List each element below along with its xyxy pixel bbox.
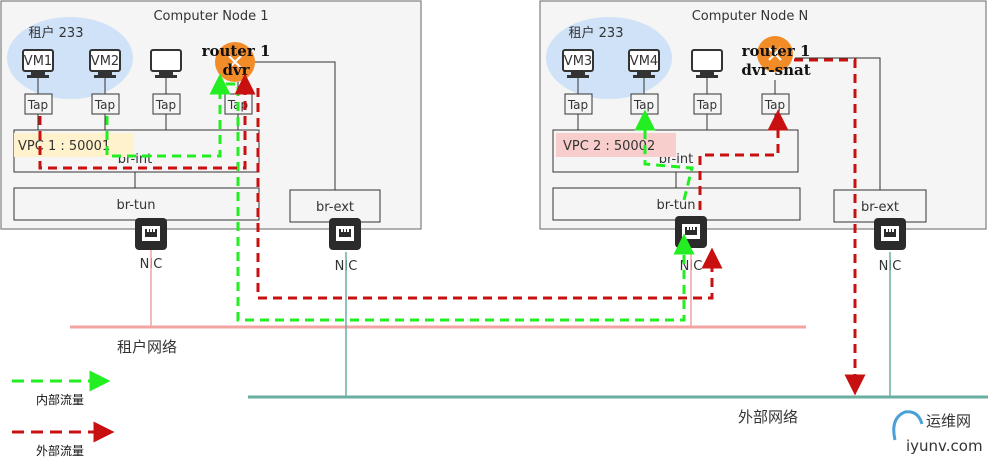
internal-traffic-path-3 <box>634 109 694 201</box>
vm3-label: VM3 <box>564 54 592 69</box>
nic-1-tun-icon <box>135 218 167 250</box>
external-traffic-path-2 <box>256 88 723 300</box>
tap-1 <box>24 93 53 115</box>
tap-2-label: Tap <box>94 98 115 112</box>
external-traffic-path <box>38 73 256 170</box>
legend-external-label: 外部流量 <box>36 443 84 458</box>
legend-internal-label: 内部流量 <box>36 392 84 407</box>
tenant-label-n: 租户 233 <box>569 25 624 41</box>
router-dvr-label-2: dvr <box>222 61 250 79</box>
external-traffic-path-4 <box>794 58 866 396</box>
vpc-1-label: VPC 1 : 50001 <box>18 139 110 154</box>
br-tun-1 <box>13 187 260 221</box>
tap-5-label: Tap <box>567 98 588 112</box>
vpc-2-badge <box>556 133 676 157</box>
tenant-network-label: 租户网络 <box>117 338 177 356</box>
tap-7 <box>693 93 722 115</box>
internal-traffic-path <box>105 73 231 158</box>
br-ext-1 <box>289 189 381 223</box>
vm2-label: VM2 <box>91 54 119 69</box>
nic-n-ext-icon <box>874 218 906 250</box>
br-tun-n-label: br-tun <box>656 198 695 213</box>
br-ext-1-label: br-ext <box>316 200 354 215</box>
tap-8-label: Tap <box>764 98 785 112</box>
router-dvr-snat-label-2: dvr-snat <box>741 61 810 79</box>
computer-node-1-title: Computer Node 1 <box>153 9 268 24</box>
router-dvr-snat-label-1: router 1 <box>742 42 811 60</box>
br-ext-n-label: br-ext <box>861 200 899 215</box>
br-tun-1-label: br-tun <box>116 198 155 213</box>
computer-node-n-title: Computer Node N <box>692 9 809 24</box>
watermark-cn: 运维网 <box>926 412 971 430</box>
vm4-label: VM4 <box>630 54 658 69</box>
router-dvr-label-1: router 1 <box>202 42 271 60</box>
tap-5 <box>564 93 593 115</box>
vpc-1-badge <box>14 133 134 157</box>
internal-traffic-path-2 <box>226 82 695 322</box>
tap-1-label: Tap <box>27 98 48 112</box>
vpc-2-label: VPC 2 : 50002 <box>563 139 655 154</box>
external-network-label: 外部网络 <box>738 408 798 426</box>
tenant-label-1: 租户 233 <box>29 25 84 41</box>
tap-3 <box>152 93 181 115</box>
br-ext-n <box>833 189 927 223</box>
external-traffic-path-3 <box>698 109 789 210</box>
tap-3-label: Tap <box>155 98 176 112</box>
nic-1-ext-icon <box>329 218 361 250</box>
tap-7-label: Tap <box>696 98 717 112</box>
vm1-label: VM1 <box>24 54 52 69</box>
watermark-url: iyunv.com <box>906 437 983 455</box>
br-tun-n <box>552 187 801 221</box>
tap-6-label: Tap <box>633 98 654 112</box>
tap-2 <box>91 93 120 115</box>
nic-n-tun-icon <box>675 216 707 248</box>
iyunv-watermark-logo: 运维网 iyunv.com <box>892 410 983 455</box>
